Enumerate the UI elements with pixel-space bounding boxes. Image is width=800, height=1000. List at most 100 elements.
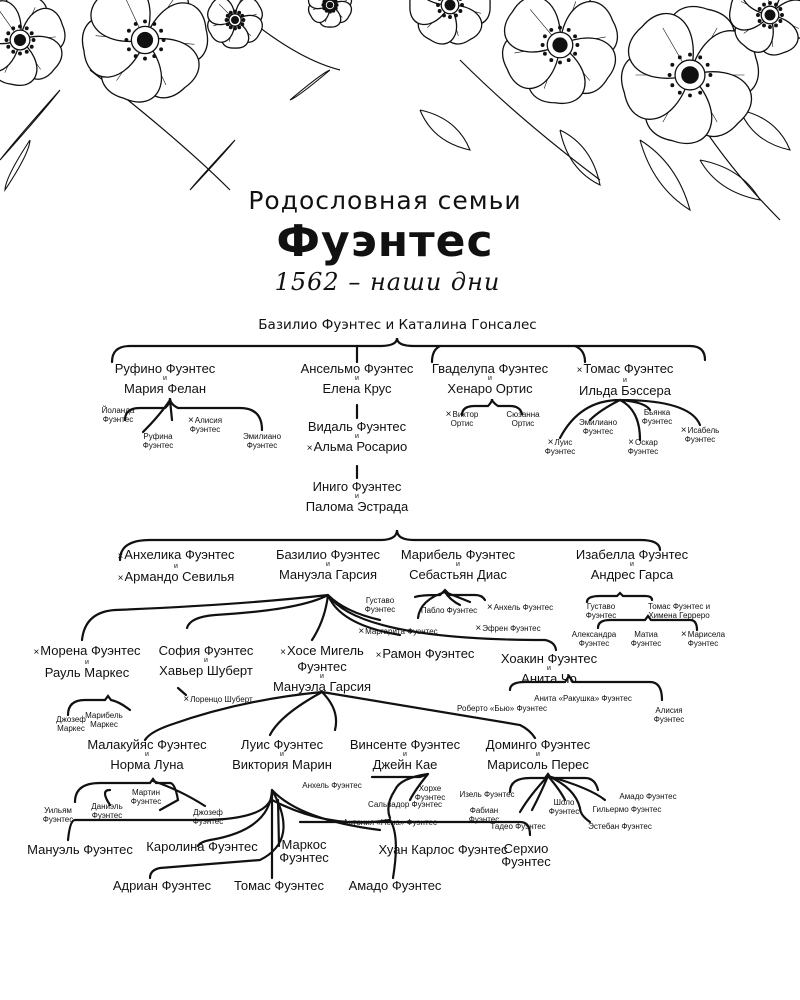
person-name: Альма Росарио <box>313 439 408 454</box>
conjunction: и <box>456 561 460 568</box>
person-adrian: Адриан Фуэнтес <box>113 878 211 893</box>
deceased-mark: × <box>375 650 382 661</box>
leaf-icon <box>739 109 791 151</box>
person-daniel: Даниэль Фуэнтес <box>91 802 123 820</box>
partner-name: Рауль Маркес <box>33 666 140 680</box>
conjunction: и <box>536 751 540 758</box>
person-name: Сальвадор Фуэнтес <box>367 800 443 809</box>
person-name: Хавьер Шуберт <box>159 663 253 678</box>
poppy-flower-icon <box>0 0 66 87</box>
person-name: Густаво Фуэнтес <box>585 602 617 620</box>
person-amado1: Амадо Фуэнтес <box>619 792 676 801</box>
person-name: Видаль Фуэнтес <box>307 419 407 434</box>
person-name: Алисия Фуэнтес <box>653 706 685 724</box>
conjunction: и <box>355 375 359 382</box>
partner-name: Видаль Фуэнтес <box>307 420 407 434</box>
poppy-flower-icon <box>621 6 759 144</box>
person-anita: Анита «Ракушка» Фуэнтес <box>534 694 632 703</box>
person-name: Армандо Севилья <box>124 569 235 584</box>
partner-name: Мануэла Гарсия <box>267 680 377 694</box>
deceased-mark: × <box>475 623 482 634</box>
person-lorenzo: ×Лоренцо Шуберт <box>183 694 252 705</box>
partner-name: Джейн Кае <box>350 758 460 772</box>
person-pablo: Пабло Фуэнтес <box>421 606 477 615</box>
person-name: Виктория Марин <box>232 757 332 772</box>
person-name: Эфрен Фуэнтес <box>482 624 541 633</box>
person-name: Луис Фуэнтес <box>240 737 324 752</box>
person-emiliano1: Эмилиано Фуэнтес <box>243 432 281 450</box>
person-tadeo: Тадео Фуэнтес <box>490 822 545 831</box>
person-name: Тадео Фуэнтес <box>490 822 546 831</box>
person-name: Томас Фуэнтес <box>233 878 325 893</box>
person-name: Марисела Фуэнтес <box>687 630 726 648</box>
conjunction: и <box>623 377 627 384</box>
person-name: Джозеф Маркес <box>56 715 86 733</box>
person-manuel: Мануэль Фуэнтес <box>27 842 133 857</box>
partner-name: Мария Фелан <box>115 382 216 396</box>
person-joseph1: Джозеф Маркес <box>56 715 86 733</box>
deceased-mark: × <box>306 443 313 454</box>
person-name: Гильермо Фуэнтес <box>592 805 662 814</box>
person-name: Серхио Фуэнтес <box>501 841 551 869</box>
poppy-flower-icon <box>81 0 209 103</box>
person-emiliano2: Эмилиано Фуэнтес <box>579 418 617 436</box>
person-name: Шоло Фуэнтес <box>548 798 580 816</box>
leaf-icon <box>189 139 236 191</box>
person-gustavo2: Густаво Фуэнтес <box>586 602 617 620</box>
person-name: Анита Чо <box>521 671 577 686</box>
partner-name: ×Морена Фуэнтес <box>33 644 140 660</box>
leaf-icon <box>559 129 601 186</box>
person-ramon: ×Рамон Фуэнтес <box>376 646 475 661</box>
person-salvador: Сальвадор Фуэнтес <box>368 800 442 809</box>
conjunction: и <box>174 563 178 570</box>
conjunction: и <box>204 657 208 664</box>
partner-name: Палома Эстрада <box>306 500 408 514</box>
partner-name: Винсенте Фуэнтес <box>350 738 460 752</box>
person-name: Гваделупа Фуэнтес <box>431 361 549 376</box>
person-name: Мария Фелан <box>123 381 207 396</box>
person-alejandra: Александра Фуэнтес <box>572 630 616 648</box>
person-name: Виктор Ортис <box>450 410 479 428</box>
person-name: Йоланда Фуэнтес <box>101 406 135 424</box>
person-name: Мануэла Гарсия <box>272 679 372 694</box>
person-name: Елена Крус <box>322 381 392 396</box>
person-name: Роберто «Бью» Фуэнтес <box>457 704 547 713</box>
person-carolina: Каролина Фуэнтес <box>146 839 257 854</box>
partner-name: Хенаро Ортис <box>432 382 548 396</box>
person-bianca: Бьянка Фуэнтес <box>642 408 673 426</box>
person-name: Ансельмо Фуэнтес <box>300 361 414 376</box>
person-name: Томас Фуэнтес <box>583 361 674 376</box>
person-name: Хоакин Фуэнтес <box>500 651 598 666</box>
person-name: Амадо Фуэнтес <box>619 792 677 801</box>
person-name: Андрес Гарса <box>590 567 674 582</box>
person-name: Изабелла Фуэнтес <box>575 547 689 562</box>
partner-name: Малакуйяс Фуэнтес <box>87 738 206 752</box>
person-sholo: Шоло Фуэнтес <box>549 798 580 816</box>
deceased-mark: × <box>187 415 194 426</box>
poppy-flower-icon <box>501 0 619 105</box>
partner-name: ×Томас Фуэнтес <box>577 362 674 378</box>
person-name: Доминго Фуэнтес <box>485 737 591 752</box>
person-name: Анхель Фуэнтес <box>302 781 362 790</box>
person-name: Морена Фуэнтес <box>40 643 141 658</box>
person-name: Марибель Фуэнтес <box>400 547 516 562</box>
person-name: Мартин Фуэнтес <box>130 788 162 806</box>
conjunction: и <box>355 493 359 500</box>
person-name: Палома Эстрада <box>305 499 409 514</box>
person-name: Анита «Ракушка» Фуэнтес <box>534 694 632 703</box>
deceased-mark: × <box>680 629 687 640</box>
person-alicia2: Алисия Фуэнтес <box>654 706 685 724</box>
person-margarita: ×Маргарита Фуэнтес <box>358 626 437 637</box>
partner-name: Иниго Фуэнтес <box>306 480 408 494</box>
person-name: Марибель Маркес <box>85 711 123 729</box>
partner-name: Руфино Фуэнтес <box>115 362 216 376</box>
